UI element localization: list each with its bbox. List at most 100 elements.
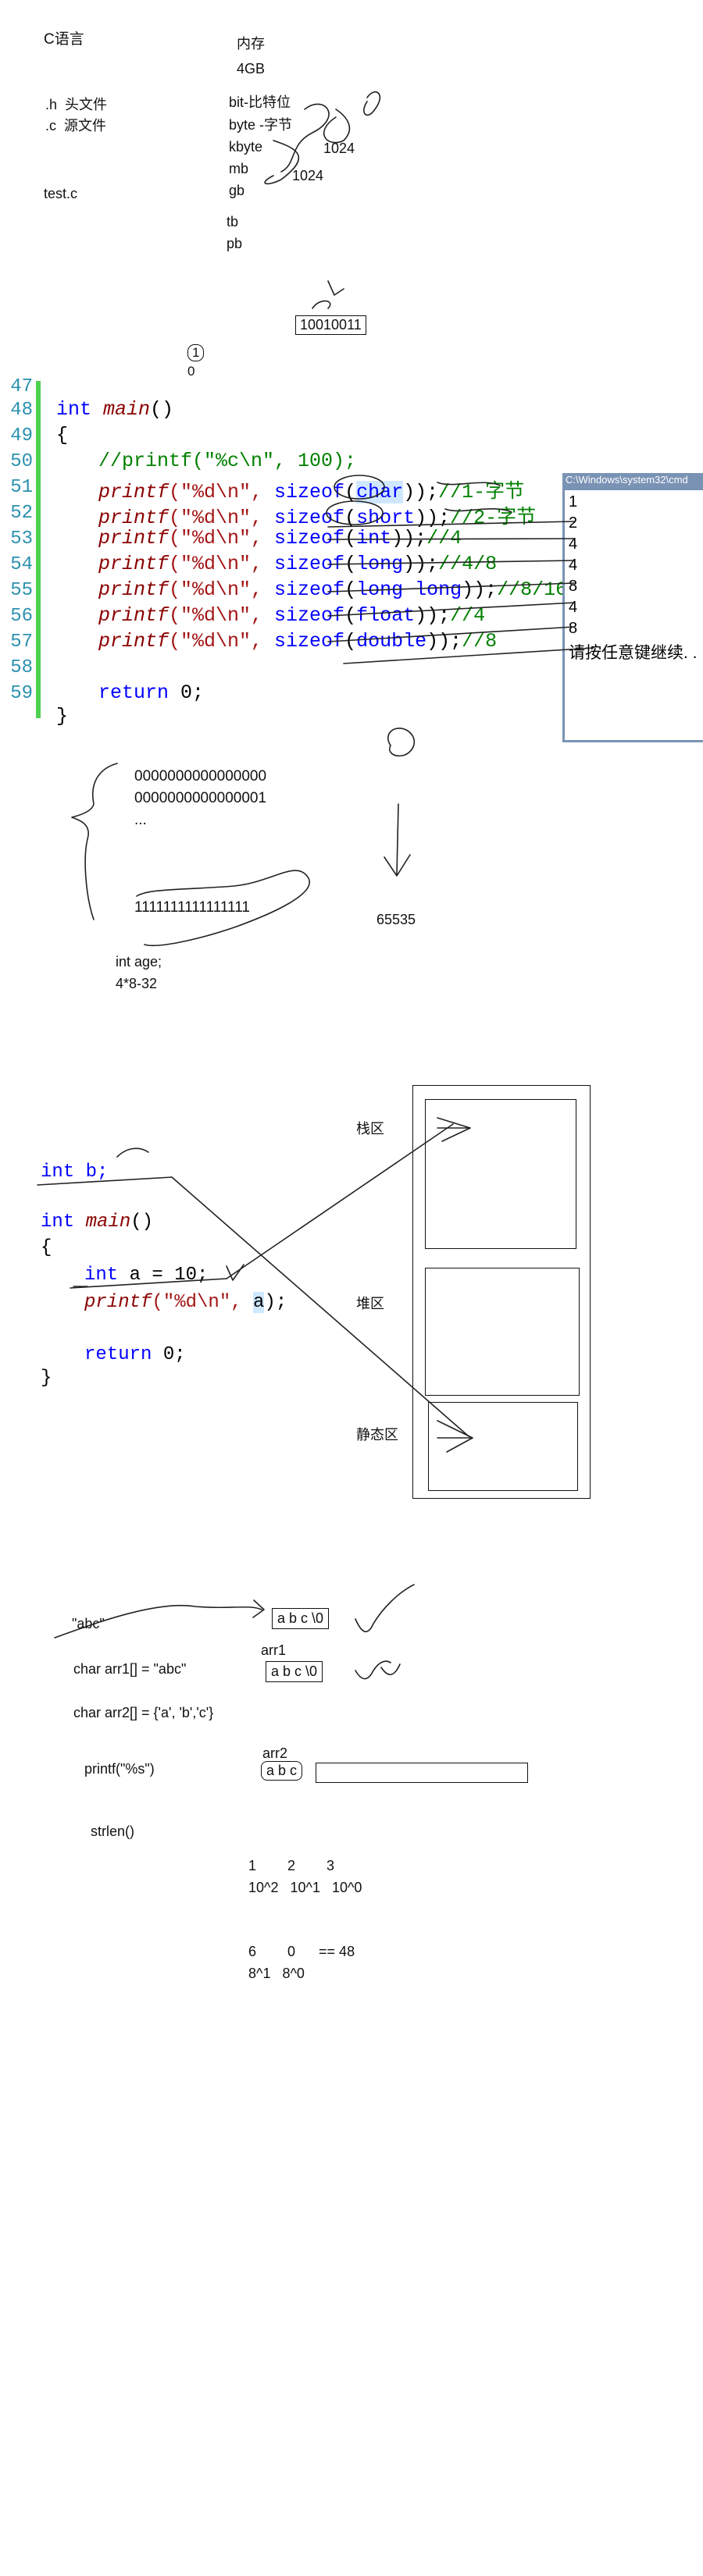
return-value: 0; bbox=[152, 1344, 186, 1365]
code-line-sizeof-long: printf("%d\n", sizeof(long));//4/8 bbox=[98, 553, 498, 575]
main-function: main bbox=[85, 1212, 131, 1233]
call-tail: )); bbox=[403, 481, 439, 503]
mem-main-line: int main() bbox=[41, 1212, 153, 1233]
printf-s-note: printf("%s") bbox=[84, 1761, 155, 1777]
sizeof-keyword: sizeof bbox=[274, 553, 345, 575]
int-age-note: int age; bbox=[116, 954, 162, 970]
call-tail: )); bbox=[391, 527, 427, 550]
binary-byte-box: 10010011 bbox=[295, 315, 366, 335]
printf-call: printf bbox=[98, 507, 170, 529]
return-keyword: return bbox=[98, 681, 170, 704]
mem-brace-open: { bbox=[41, 1237, 52, 1258]
console-output-line: 1 bbox=[569, 493, 578, 511]
size-comment: //4 bbox=[450, 604, 486, 627]
code-line-return: return 0; bbox=[98, 681, 204, 704]
mem-brace-close: } bbox=[41, 1368, 52, 1389]
call-tail: )); bbox=[426, 630, 462, 653]
global-var-line: int b; bbox=[41, 1162, 108, 1183]
static-label: 静态区 bbox=[356, 1427, 398, 1443]
binary-row-all-ones: 1111111111111111 bbox=[134, 899, 250, 916]
line-number: 53 bbox=[10, 528, 33, 550]
local-var-rest: a = 10; bbox=[118, 1265, 209, 1286]
type-name: double bbox=[356, 630, 427, 653]
line-number: 54 bbox=[10, 554, 33, 575]
return-keyword: return bbox=[84, 1344, 152, 1365]
printf-end: ); bbox=[264, 1292, 287, 1313]
code-line-sizeof-long-long: printf("%d\n", sizeof(long long));//8/16 bbox=[98, 578, 568, 601]
console-title: C:\Windows\system32\cmd bbox=[566, 474, 688, 486]
arr2-label: arr2 bbox=[262, 1745, 288, 1761]
editor-gutter bbox=[0, 381, 41, 718]
arr1-declaration: char arr1[] = "abc" bbox=[73, 1661, 187, 1677]
string-literal-box: a b c \0 bbox=[272, 1608, 330, 1629]
header-file-note: .h 头文件 bbox=[45, 97, 108, 112]
heap-region-box bbox=[425, 1268, 580, 1396]
unit-mb: mb bbox=[229, 161, 249, 176]
bit-zero: 0 bbox=[187, 364, 195, 379]
size-comment: //8 bbox=[462, 630, 498, 653]
mem-printf-line: printf("%d\n", a); bbox=[84, 1292, 287, 1313]
code-line-sizeof-int: printf("%d\n", sizeof(int));//4 bbox=[98, 527, 462, 550]
format-string: ("%d\n", bbox=[169, 481, 275, 503]
printf-call: printf bbox=[98, 630, 170, 653]
console-output-line: 4 bbox=[569, 535, 578, 553]
source-file-note: .c 源文件 bbox=[45, 118, 107, 133]
unit-tb: tb bbox=[227, 214, 239, 229]
printf-call: printf bbox=[98, 481, 170, 503]
arr1-box: a b c \0 bbox=[266, 1661, 323, 1682]
unit-pb: pb bbox=[227, 236, 243, 251]
printf-call: printf bbox=[98, 604, 170, 627]
return-value: 0; bbox=[169, 681, 205, 704]
line-number: 56 bbox=[10, 606, 33, 627]
arr2-box: a b c bbox=[261, 1761, 303, 1781]
arr2-declaration: char arr2[] = {'a', 'b','c'} bbox=[73, 1705, 214, 1720]
max-value-note: 65535 bbox=[376, 912, 416, 927]
console-output-line: 2 bbox=[569, 514, 578, 532]
size-comment: //2-字节 bbox=[450, 507, 537, 529]
int-keyword: int bbox=[84, 1265, 119, 1286]
heap-label: 堆区 bbox=[356, 1296, 384, 1311]
strlen-note: strlen() bbox=[91, 1823, 135, 1839]
line-number: 47 bbox=[10, 376, 33, 397]
unit-bit: bit-比特位 bbox=[229, 94, 291, 110]
size-comment: //4 bbox=[426, 527, 462, 550]
sizeof-keyword: sizeof bbox=[274, 630, 345, 653]
global-var-code: int b; bbox=[41, 1162, 109, 1183]
line-number: 49 bbox=[10, 425, 33, 447]
format-string: ("%d\n", bbox=[169, 507, 275, 529]
line-number: 52 bbox=[10, 503, 33, 524]
int-keyword: int bbox=[56, 398, 92, 421]
main-parens: () bbox=[130, 1212, 154, 1233]
sizeof-keyword: sizeof bbox=[274, 481, 345, 503]
line-number: 59 bbox=[10, 683, 33, 704]
sizeof-keyword: sizeof bbox=[274, 604, 345, 627]
format-string: ("%d\n", bbox=[169, 630, 275, 653]
type-name: char bbox=[356, 481, 404, 503]
main-parens: () bbox=[150, 398, 174, 421]
format-string: ("%d\n", bbox=[169, 527, 275, 550]
title-c-language: C语言 bbox=[44, 31, 84, 48]
sizeof-keyword: sizeof bbox=[274, 507, 345, 529]
type-name: short bbox=[356, 507, 416, 529]
memory-label: 内存 bbox=[237, 36, 265, 52]
size-comment: //8/16 bbox=[497, 578, 568, 601]
type-name: long bbox=[356, 553, 404, 575]
console-continue-message: 请按任意键继续. . . bbox=[569, 644, 703, 662]
string-scribbles bbox=[54, 1584, 415, 1680]
binary-row-zero: 0000000000000000 bbox=[134, 768, 267, 785]
call-tail: )); bbox=[415, 507, 451, 529]
stack-label: 栈区 bbox=[356, 1121, 384, 1137]
sizeof-keyword: sizeof bbox=[274, 527, 345, 550]
console-output-line: 8 bbox=[569, 578, 578, 595]
format-string: ("%d\n", bbox=[169, 578, 275, 601]
type-name: int bbox=[356, 527, 392, 550]
unit-byte: byte -字节 bbox=[229, 117, 293, 133]
line-number: 57 bbox=[10, 632, 33, 653]
size-comment: //1-字节 bbox=[438, 481, 525, 503]
code-line-comment: //printf("%c\n", 100); bbox=[98, 450, 357, 472]
line-number: 51 bbox=[10, 477, 33, 498]
code-line-brace-close: } bbox=[56, 705, 69, 728]
memory-arrows bbox=[37, 1117, 473, 1453]
format-string: ("%d\n", bbox=[152, 1292, 254, 1313]
mem-return-line: return 0; bbox=[84, 1344, 186, 1365]
